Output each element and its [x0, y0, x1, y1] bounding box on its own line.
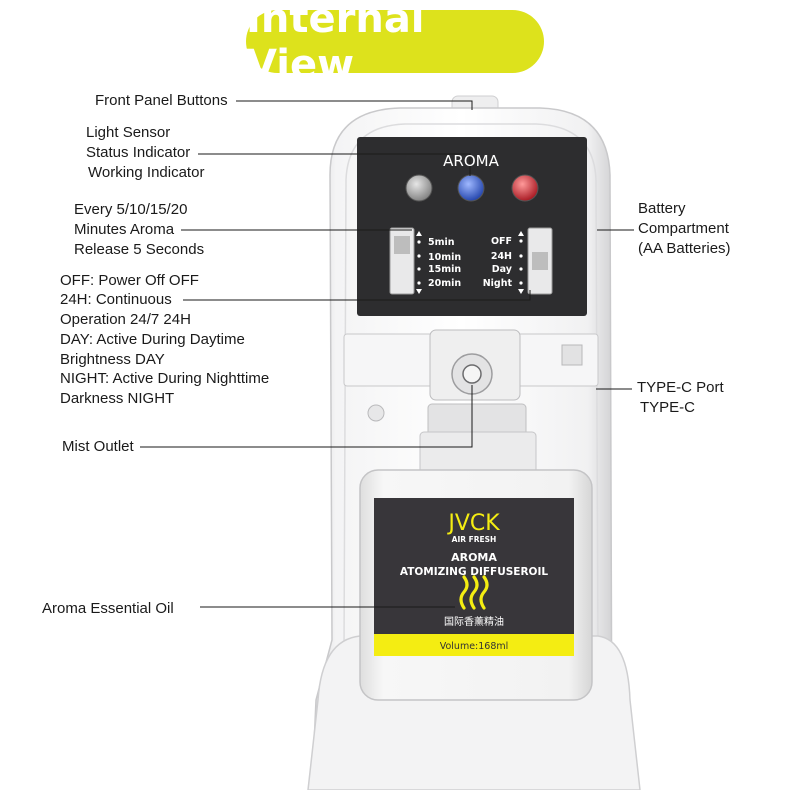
label-interval-line1: Every 5/10/15/20 [74, 201, 188, 218]
label-mode-line5: Brightness DAY [60, 351, 165, 368]
mode-label-day: Day [492, 264, 513, 275]
label-aroma-oil: Aroma Essential Oil [42, 600, 174, 617]
interval-labels: 5min 10min 15min 20min [428, 237, 461, 289]
label-mode-line2: 24H: Continuous [60, 291, 172, 308]
label-battery-line3: (AA Batteries) [638, 240, 731, 257]
mode-label-night: Night [483, 278, 513, 289]
bottle-cap [419, 431, 537, 475]
interval-label-5min: 5min [428, 237, 455, 248]
label-mist-outlet: Mist Outlet [62, 438, 134, 455]
bottle-product-line2: ATOMIZING DIFFUSEROIL [400, 566, 548, 578]
interval-switch-knob [394, 236, 410, 254]
housing-inner-edge [343, 123, 599, 651]
switch-arrows [416, 231, 524, 294]
bottle-label-volume-band [374, 634, 574, 656]
label-typec-line1: TYPE-C Port [637, 379, 724, 396]
bottle-product-line1: AROMA [451, 551, 497, 564]
interval-label-10min: 10min [428, 252, 461, 263]
leader-mist-outlet [140, 385, 473, 448]
leader-status-indicator [198, 153, 471, 176]
label-battery-line1: Battery [638, 200, 686, 217]
bottle-volume: Volume:168ml [440, 641, 509, 652]
bottle-chinese-name: 国际香薰精油 [444, 615, 504, 628]
label-battery-line2: Compartment [638, 220, 729, 237]
label-typec-line2: TYPE-C [640, 399, 696, 416]
leader-front-panel-buttons [236, 100, 473, 110]
mode-dots [519, 239, 523, 285]
status-indicator-led [457, 174, 485, 202]
interval-dots [417, 240, 421, 285]
label-interval-line3: Release 5 Seconds [74, 241, 205, 258]
label-interval-line2: Minutes Aroma [74, 221, 175, 238]
bottle-neck [427, 403, 527, 437]
type-c-port [561, 344, 583, 366]
label-status-indicator: Status Indicator [86, 144, 191, 161]
label-mode-line7: Darkness NIGHT [60, 390, 175, 407]
label-mode-line1: OFF: Power Off OFF [60, 272, 199, 289]
interval-label-20min: 20min [428, 278, 461, 289]
page-title: Internal View [246, 0, 425, 88]
label-front-panel-buttons: Front Panel Buttons [95, 92, 228, 109]
housing-screw [367, 404, 385, 422]
bottle-sub-brand: AIR FRESH [452, 535, 497, 544]
interval-label-15min: 15min [428, 264, 461, 275]
mode-switch-knob [532, 252, 548, 270]
label-mode-line3: Operation 24/7 24H [60, 311, 191, 328]
aroma-wave-icon [459, 575, 489, 610]
label-mode-line6: NIGHT: Active During Nighttime [60, 370, 270, 387]
mode-label-off: OFF [491, 236, 512, 247]
working-indicator-led [511, 174, 539, 202]
bottle-brand: JVCK [446, 511, 500, 536]
label-mode-line4: DAY: Active During Daytime [60, 331, 245, 348]
panel-heading: AROMA [443, 152, 499, 170]
mode-label-24h: 24H [491, 251, 512, 262]
leader-mode [183, 290, 531, 301]
light-sensor-led [405, 174, 433, 202]
title-banner: Internal View [246, 0, 544, 88]
label-working-indicator: Working Indicator [88, 164, 205, 181]
label-light-sensor: Light Sensor [86, 124, 171, 141]
mode-labels: OFF 24H Day Night [483, 236, 513, 289]
leader-lines [140, 100, 634, 608]
mist-outlet-hole [462, 364, 482, 384]
